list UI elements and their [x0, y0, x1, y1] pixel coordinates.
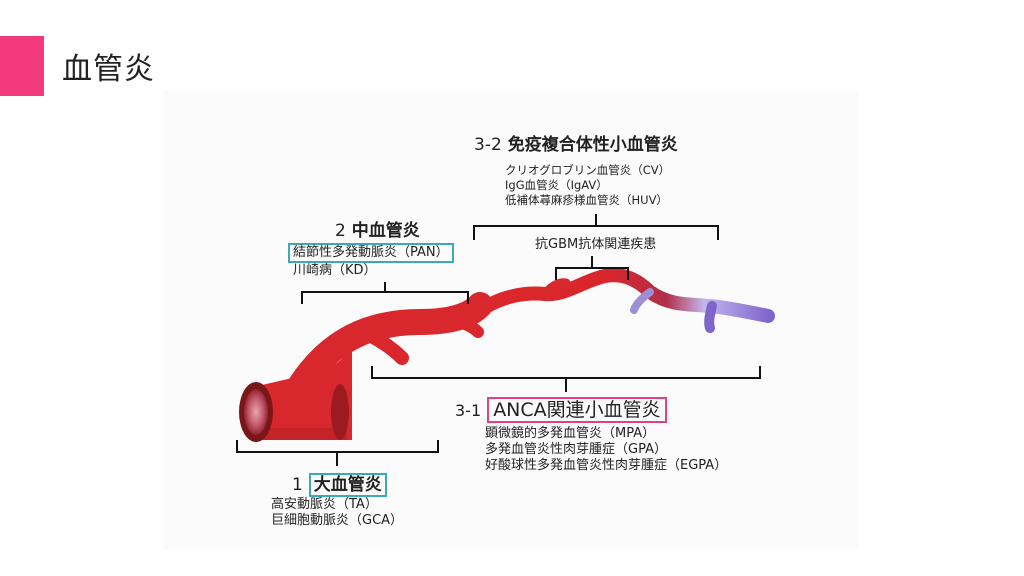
list-item: 巨細胞動脈炎（GCA）: [271, 513, 404, 528]
medium-title: 中血管炎: [351, 221, 420, 241]
anti-gbm-label: 抗GBM抗体関連疾患: [535, 237, 657, 252]
small-branch-b: [630, 288, 654, 314]
small-branch-c: [704, 301, 717, 333]
immune-complex-heading: 3-2 免疫複合体性小血管炎: [474, 130, 678, 155]
immune-complex-list: クリオグロブリン血管炎（CV） IgG血管炎（IgAV） 低補体蕁麻疹様血管炎（…: [505, 163, 670, 208]
large-list: 高安動脈炎（TA） 巨細胞動脈炎（GCA）: [271, 497, 403, 529]
large-title-boxed: 大血管炎: [308, 473, 387, 497]
medium-list: 結節性多発動脈炎（PAN） 川崎病（KD）: [288, 243, 454, 279]
medium-branch-lower: [353, 323, 409, 365]
small-vessel: [471, 268, 775, 323]
bracket-anca: [371, 366, 761, 392]
list-item: IgG血管炎（IgAV）: [505, 178, 608, 192]
large-artery-shade: [255, 428, 347, 440]
large-artery-lumen: [244, 389, 268, 435]
medium-heading: 2 中血管炎: [335, 216, 420, 241]
large-number: 1: [292, 475, 303, 495]
list-item: 顕微鏡的多発血管炎（MPA）: [485, 426, 656, 441]
list-item: クリオグロブリン血管炎（CV）: [505, 163, 671, 177]
list-item: 多発血管炎性肉芽腫症（GPA）: [485, 442, 667, 457]
large-heading: 1 大血管炎: [292, 470, 387, 497]
brackets: [236, 214, 761, 466]
medium-number: 2: [335, 221, 346, 241]
immune-complex-number: 3-2: [474, 135, 502, 155]
accent-bar: [0, 36, 44, 96]
immune-complex-title: 免疫複合体性小血管炎: [507, 135, 678, 155]
list-item: 低補体蕁麻疹様血管炎（HUV）: [505, 193, 668, 207]
bracket-medium: [301, 282, 469, 304]
diagram-panel: [163, 90, 859, 550]
small-branch-a: [540, 278, 571, 299]
slide-title: 血管炎: [62, 52, 155, 87]
anca-list: 顕微鏡的多発血管炎（MPA） 多発血管炎性肉芽腫症（GPA） 好酸球性多発血管炎…: [485, 426, 727, 474]
medium-branch-mid: [434, 312, 484, 338]
list-item: 川崎病（KD）: [293, 263, 377, 278]
large-artery-back-rim: [331, 384, 349, 440]
anca-title-boxed: ANCA関連小血管炎: [487, 397, 667, 423]
anca-number: 3-1: [455, 401, 482, 420]
anca-heading: 3-1 ANCA関連小血管炎: [455, 395, 667, 423]
list-item: 好酸球性多発血管炎性肉芽腫症（EGPA）: [485, 458, 728, 473]
bracket-immune: [473, 214, 719, 240]
list-item: 高安動脈炎（TA）: [271, 497, 378, 512]
bracket-large: [236, 440, 439, 466]
bracket-anti-gbm: [555, 256, 629, 280]
medium-vessel: [287, 292, 493, 399]
pan-item-boxed: 結節性多発動脈炎（PAN）: [288, 243, 454, 263]
